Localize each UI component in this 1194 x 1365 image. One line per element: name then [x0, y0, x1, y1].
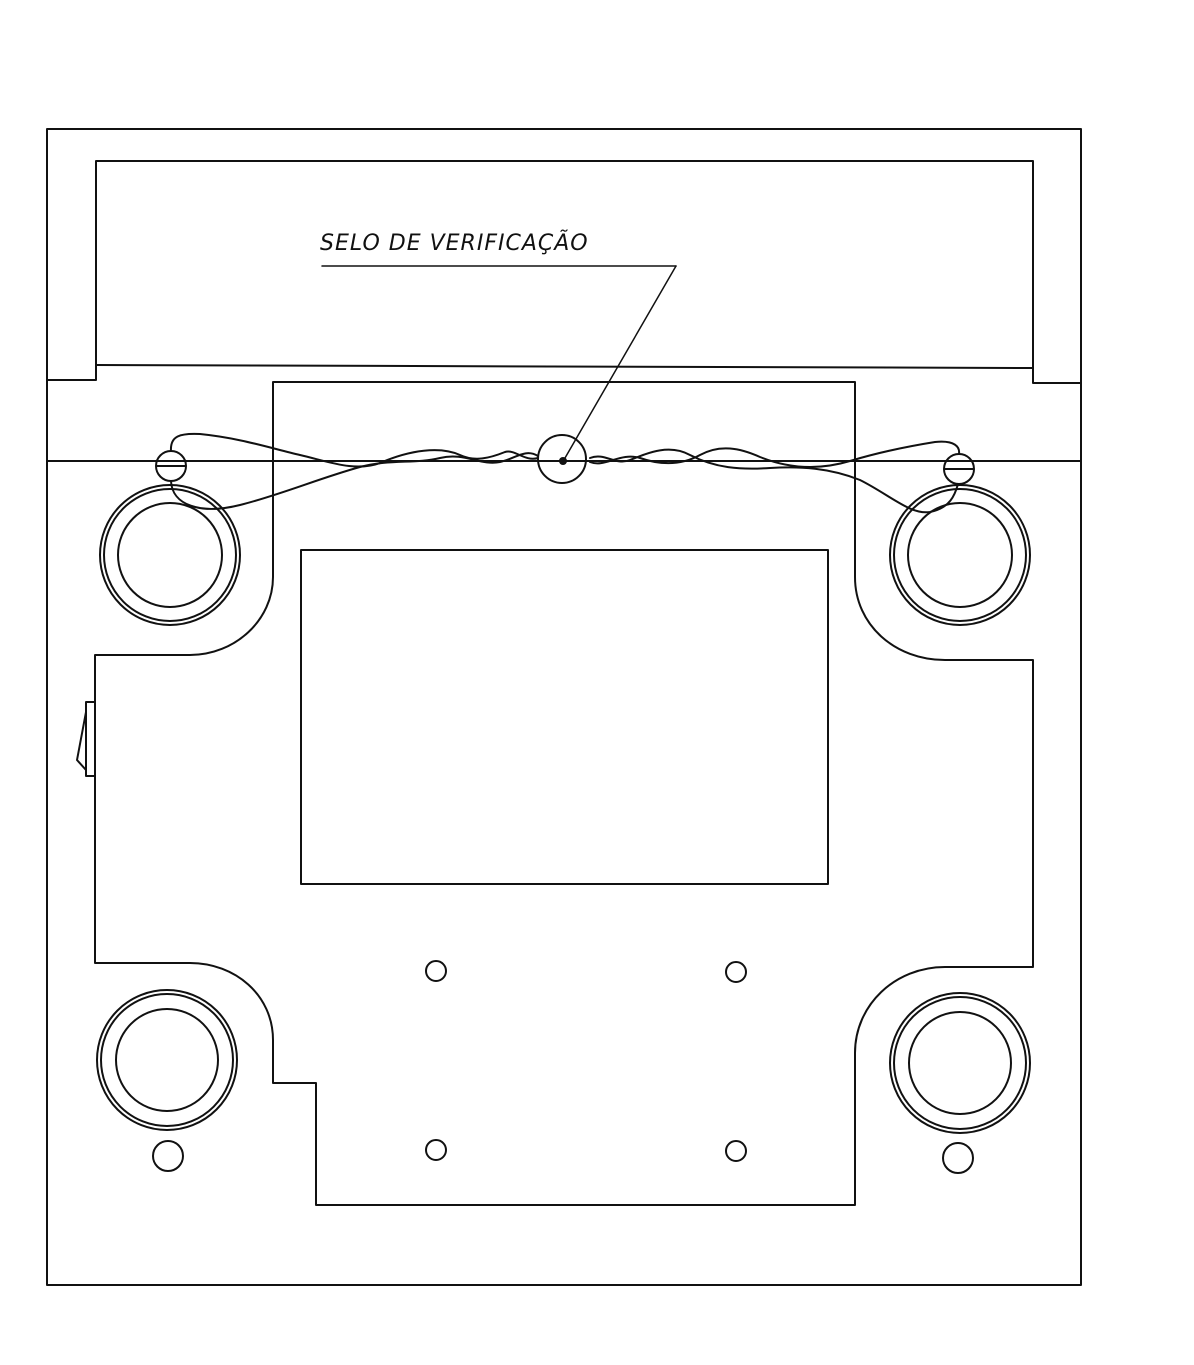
mounting-hole-2	[725, 961, 747, 983]
foot-top-right	[889, 484, 1031, 626]
foot-top-left	[99, 484, 241, 626]
mounting-hole-4	[725, 1140, 747, 1162]
top-recess-bottom-edge	[95, 364, 1034, 369]
foot-bottom-left	[96, 989, 238, 1131]
hole-below-right-foot	[942, 1142, 974, 1174]
top-recess-outline	[46, 160, 1082, 384]
mounting-hole-3	[425, 1139, 447, 1161]
seal-screw-left	[155, 450, 187, 482]
central-plate-outline	[94, 381, 1034, 1206]
foot-bottom-right	[889, 992, 1031, 1134]
verification-seal	[537, 434, 587, 484]
outer-housing-outline	[46, 128, 1082, 1286]
seal-center-dot	[559, 457, 567, 465]
seal-wire	[169, 432, 961, 514]
display-window	[300, 549, 829, 885]
mounting-hole-1	[425, 960, 447, 982]
leader-line	[321, 265, 677, 459]
hole-below-left-foot	[152, 1140, 184, 1172]
seal-label: SELO DE VERIFICAÇÃO	[320, 229, 589, 256]
side-switch	[76, 701, 96, 777]
seal-screw-right	[943, 453, 975, 485]
